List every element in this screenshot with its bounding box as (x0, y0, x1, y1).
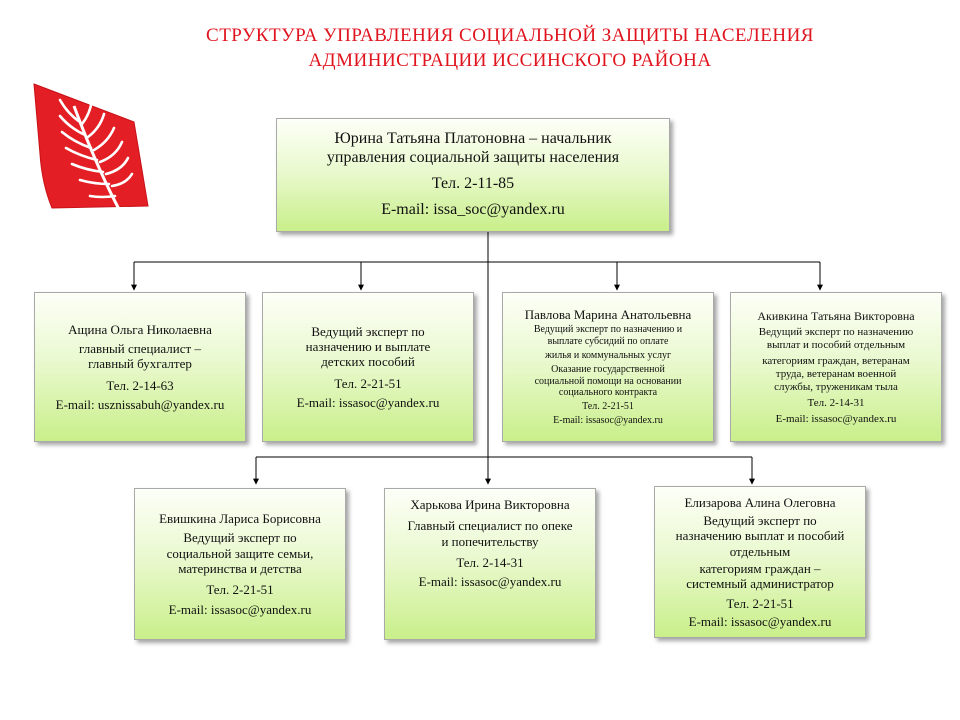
staff-email: E-mail: issasoc@yandex.ru (688, 613, 832, 629)
staff-phone: Тел. 2-21-51 (726, 595, 794, 611)
staff-text-line: Главный специалист по опеке (407, 518, 573, 534)
staff-text-line: службы, труженикам тыла (774, 380, 898, 393)
staff-phone: Тел. 2-21-51 (582, 401, 634, 413)
staff-text-line: назначению и выплате (305, 339, 431, 354)
head-position-line: управления социальной защиты населения (326, 149, 620, 167)
staff-email: E-mail: issasoc@yandex.ru (775, 412, 897, 425)
staff-text-line: выплат и пособий отдельным (766, 338, 906, 351)
staff-phone: Тел. 2-14-63 (106, 377, 174, 393)
staff-email: E-mail: issasoc@yandex.ru (418, 574, 562, 590)
staff-text-line: системный администратор (686, 576, 834, 592)
staff-box-row1-2: Ведущий эксперт по назначению и выплате … (262, 292, 474, 442)
staff-text-line: Ащина Ольга Николаевна (68, 321, 212, 337)
staff-text-line: социальной защите семьи, (166, 545, 314, 561)
staff-phone: Тел. 2-21-51 (206, 582, 274, 598)
staff-text-line: труда, ветеранам военной (775, 367, 897, 380)
staff-text-line: назначению выплат и пособий (675, 528, 845, 544)
staff-phone: Тел. 2-14-31 (807, 396, 865, 409)
head-phone: Тел. 2-11-85 (431, 175, 515, 192)
staff-box-row1-3: Павлова Марина Анатольевна Ведущий экспе… (502, 292, 714, 442)
staff-text-line: главный специалист – (79, 341, 201, 356)
staff-name: Евишкина Лариса Борисовна (159, 511, 321, 527)
staff-box-row2-2: Харькова Ирина Викторовна Главный специа… (384, 488, 596, 640)
head-name-line: Юрина Татьяна Платоновна – начальник (334, 130, 612, 148)
staff-text-line: жилья и коммунальных услуг (544, 350, 672, 362)
staff-box-row1-4: Акивкина Татьяна Викторовна Ведущий эксп… (730, 292, 942, 442)
page-title-line-2: АДМИНИСТРАЦИИ ИССИНСКОГО РАЙОНА (308, 50, 712, 71)
staff-text-line: категориям граждан, ветеранам (762, 354, 910, 367)
head-email: E-mail: issa_soc@yandex.ru (381, 200, 565, 218)
staff-name: Акивкина Татьяна Викторовна (757, 308, 915, 323)
staff-email: E-mail: issasoc@yandex.ru (168, 601, 312, 617)
staff-text-line: социальной помощи на основании (534, 375, 682, 387)
staff-text-line: Ведущий эксперт по (703, 513, 817, 529)
staff-text-line: и попечительству (441, 533, 539, 549)
staff-box-row2-1: Евишкина Лариса Борисовна Ведущий экспер… (134, 488, 346, 640)
staff-email: E-mail: issasoc@yandex.ru (296, 394, 440, 410)
staff-text-line: Ведущий эксперт по назначению (758, 325, 914, 338)
staff-text-line: Оказание государственной (551, 363, 665, 375)
staff-phone: Тел. 2-21-51 (334, 375, 402, 391)
staff-text-line: социального контракта (558, 387, 658, 399)
staff-text-line: детских пособий (321, 354, 415, 370)
page-title-line-1: СТРУКТУРА УПРАВЛЕНИЯ СОЦИАЛЬНОЙ ЗАЩИТЫ Н… (206, 25, 814, 46)
staff-text-line: отдельным (729, 543, 791, 559)
staff-email: E-mail: usznissabuh@yandex.ru (55, 396, 225, 412)
staff-text-line: категориям граждан – (699, 561, 821, 576)
coat-of-arms-icon (33, 83, 149, 223)
staff-phone: Тел. 2-14-31 (456, 554, 524, 570)
staff-text-line: Ведущий эксперт по (183, 530, 297, 546)
staff-box-row1-1: Ащина Ольга Николаевна главный специалис… (34, 292, 246, 442)
staff-name: Елизарова Алина Олеговна (684, 494, 836, 510)
staff-text-line: Ведущий эксперт по (311, 323, 425, 339)
staff-text-line: выплате субсидий по оплате (547, 336, 669, 348)
staff-email: E-mail: issasoc@yandex.ru (553, 415, 663, 427)
staff-text-line: Ведущий эксперт по назначению и (533, 324, 683, 336)
staff-text-line: материнства и детства (178, 561, 302, 576)
staff-name: Павлова Марина Анатольевна (524, 307, 692, 323)
staff-box-row2-3: Елизарова Алина Олеговна Ведущий эксперт… (654, 486, 866, 638)
staff-text-line: главный бухгалтер (88, 356, 192, 372)
head-box: Юрина Татьяна Платоновна – начальник упр… (276, 118, 670, 232)
staff-name: Харькова Ирина Викторовна (410, 497, 570, 512)
